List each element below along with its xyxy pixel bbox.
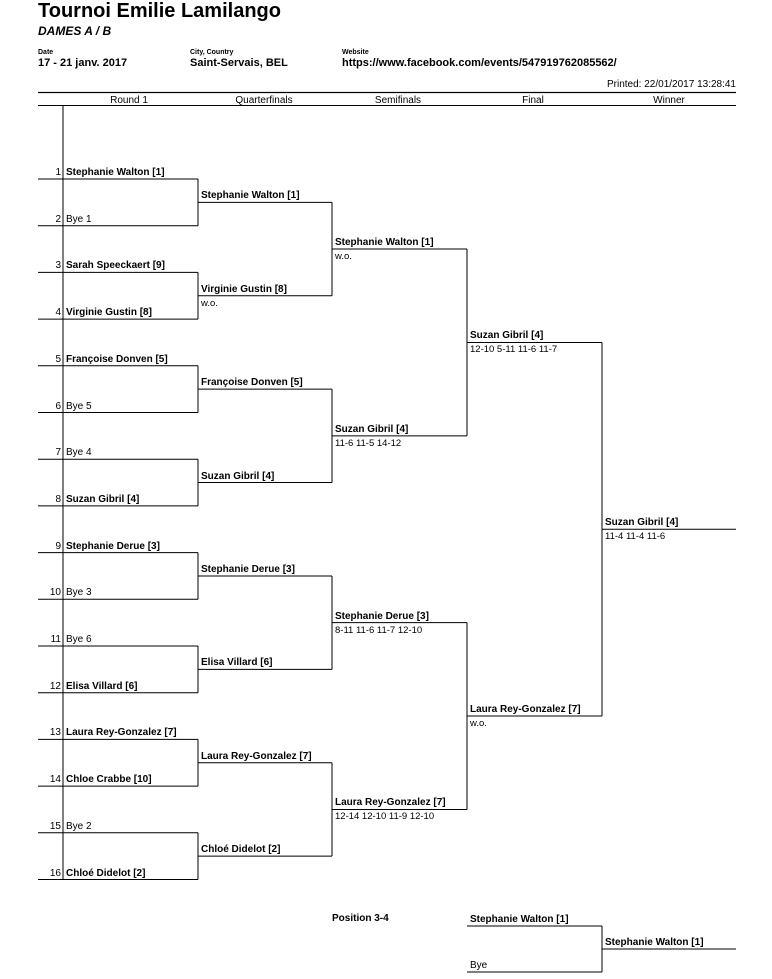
tournament-title: Tournoi Emilie Lamilango bbox=[38, 0, 281, 22]
quarterfinal-player: Françoise Donven [5] bbox=[201, 377, 303, 389]
quarterfinal-player: Elisa Villard [6] bbox=[201, 657, 273, 669]
seed-number: 11 bbox=[50, 634, 61, 645]
round1-player: Françoise Donven [5] bbox=[66, 353, 168, 365]
website-link[interactable]: https://www.facebook.com/events/54791976… bbox=[342, 57, 617, 69]
website-label: Website bbox=[342, 49, 369, 56]
seed-number: 8 bbox=[55, 493, 61, 505]
printed-timestamp: Printed: 22/01/2017 13:28:41 bbox=[607, 79, 736, 90]
winner-player: Suzan Gibril [4] bbox=[605, 517, 679, 529]
quarterfinal-player: Suzan Gibril [4] bbox=[201, 470, 275, 482]
seed-number: 16 bbox=[49, 867, 61, 879]
round-header-final: Final bbox=[522, 95, 544, 106]
round1-player: Suzan Gibril [4] bbox=[66, 493, 140, 505]
winner-score: 11-4 11-4 11-6 bbox=[605, 531, 666, 543]
round1-player: Bye 1 bbox=[66, 213, 92, 225]
round-header-winner: Winner bbox=[653, 95, 685, 106]
semifinal-player: Stephanie Derue [3] bbox=[335, 610, 429, 622]
seed-number: 2 bbox=[55, 213, 61, 225]
seed-number: 12 bbox=[49, 680, 61, 692]
round1-player: Sarah Speeckaert [9] bbox=[66, 260, 165, 272]
final-score: 12-10 5-11 11-6 11-7 bbox=[470, 344, 558, 356]
final-player: Laura Rey-Gonzalez [7] bbox=[470, 704, 581, 716]
seed-number: 10 bbox=[49, 587, 61, 599]
quarterfinal-score: w.o. bbox=[201, 297, 218, 309]
round1-player: Virginie Gustin [8] bbox=[66, 307, 152, 319]
semifinal-player: Laura Rey-Gonzalez [7] bbox=[335, 797, 446, 809]
round1-player: Bye 6 bbox=[66, 634, 92, 645]
final-score: w.o. bbox=[470, 718, 487, 730]
semifinal-score: 12-14 12-10 11-9 12-10 bbox=[335, 811, 435, 823]
seed-number: 4 bbox=[55, 307, 61, 319]
seed-number: 3 bbox=[55, 260, 61, 272]
city-value: Saint-Servais, BEL bbox=[190, 57, 288, 69]
quarterfinal-player: Virginie Gustin [8] bbox=[201, 283, 287, 295]
date-label: Date bbox=[38, 49, 54, 56]
round1-player: Laura Rey-Gonzalez [7] bbox=[66, 727, 177, 739]
event-subtitle: DAMES A / B bbox=[38, 24, 112, 38]
round-header-quarterfinals: Quarterfinals bbox=[235, 95, 293, 106]
round1-player: Bye 3 bbox=[66, 587, 92, 599]
round1-player: Chloé Didelot [2] bbox=[66, 867, 146, 879]
semifinal-score: 8-11 11-6 11-7 12-10 bbox=[335, 624, 423, 636]
round1-player: Stephanie Walton [1] bbox=[66, 167, 165, 178]
round1-player: Chloe Crabbe [10] bbox=[66, 774, 152, 786]
position34-winner: Stephanie Walton [1] bbox=[605, 937, 704, 948]
seed-number: 13 bbox=[49, 727, 61, 739]
round-header-round1: Round 1 bbox=[110, 95, 148, 106]
semifinal-score: 11-6 11-5 14-12 bbox=[335, 437, 402, 449]
city-label: City, Country bbox=[190, 49, 234, 56]
semifinal-player: Stephanie Walton [1] bbox=[335, 237, 434, 249]
round1-player: Stephanie Derue [3] bbox=[66, 540, 160, 552]
seed-number: 5 bbox=[55, 353, 61, 365]
round-header-semifinals: Semifinals bbox=[374, 95, 422, 106]
seed-number: 15 bbox=[49, 820, 61, 832]
seed-number: 9 bbox=[55, 540, 61, 552]
round1-player: Bye 4 bbox=[66, 447, 92, 459]
date-value: 17 - 21 janv. 2017 bbox=[38, 57, 128, 69]
quarterfinal-player: Chloé Didelot [2] bbox=[201, 844, 281, 856]
seed-number: 1 bbox=[55, 167, 61, 178]
quarterfinal-player: Stephanie Walton [1] bbox=[201, 190, 300, 202]
round1-player: Bye 5 bbox=[66, 400, 92, 412]
semifinal-score: w.o. bbox=[335, 251, 352, 263]
position-3-4-label: Position 3-4 bbox=[332, 913, 389, 924]
seed-number: 7 bbox=[55, 447, 61, 459]
round1-player: Elisa Villard [6] bbox=[66, 680, 138, 692]
round1-player: Bye 2 bbox=[66, 820, 92, 832]
seed-number: 14 bbox=[49, 774, 61, 786]
seed-number: 6 bbox=[55, 400, 61, 412]
final-player: Suzan Gibril [4] bbox=[470, 330, 544, 342]
position34-player: Bye bbox=[470, 960, 488, 971]
quarterfinal-player: Stephanie Derue [3] bbox=[201, 563, 295, 575]
position34-player: Stephanie Walton [1] bbox=[470, 914, 569, 925]
semifinal-player: Suzan Gibril [4] bbox=[335, 423, 409, 435]
quarterfinal-player: Laura Rey-Gonzalez [7] bbox=[201, 750, 312, 762]
